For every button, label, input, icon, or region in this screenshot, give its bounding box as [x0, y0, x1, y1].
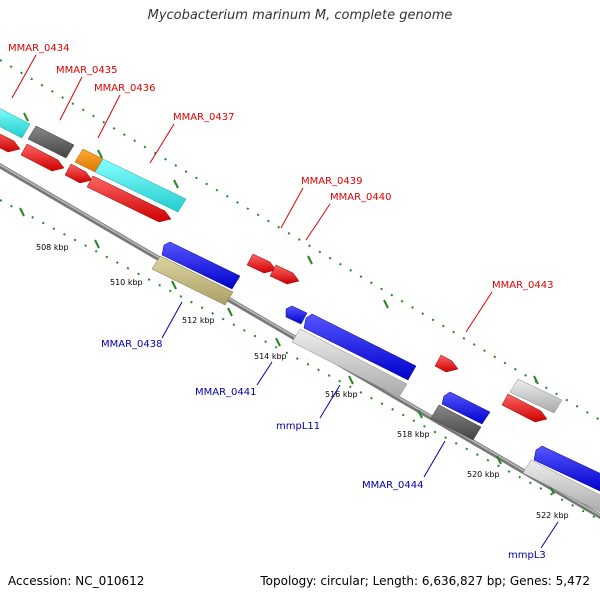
- gene-label-mmar-0443[interactable]: MMAR_0443: [492, 280, 554, 291]
- tick-label: 512 kbp: [182, 316, 215, 325]
- tick-label: 522 kbp: [536, 511, 569, 520]
- gene-track-minus: [151, 241, 600, 513]
- gene-label-mmar-0441[interactable]: MMAR_0441: [195, 387, 257, 398]
- tick-label: 518 kbp: [397, 430, 430, 439]
- gene-label-mmar-0434[interactable]: MMAR_0434: [8, 43, 70, 54]
- gene-label-mmar-0444[interactable]: MMAR_0444: [362, 480, 424, 491]
- gene-feature[interactable]: [161, 241, 241, 290]
- gene-label-mmpl11[interactable]: mmpL11: [276, 421, 320, 432]
- map-title: Mycobacterium marinum M, complete genome: [147, 8, 453, 23]
- gene-track-outer: [0, 106, 563, 414]
- topology-label: Topology: circular; Length: 6,636,827 bp…: [260, 574, 590, 588]
- gene-feature[interactable]: [441, 391, 491, 425]
- tick-label: 514 kbp: [254, 352, 287, 361]
- ruler-line-upper: [0, 59, 600, 421]
- gene-feature[interactable]: [27, 125, 75, 159]
- gene-track-red: [0, 130, 548, 423]
- gene-label-mmpl3[interactable]: mmpL3: [508, 550, 546, 561]
- gene-feature[interactable]: [522, 459, 600, 513]
- tick-label: 508 kbp: [36, 243, 69, 252]
- gene-label-mmar-0439[interactable]: MMAR_0439: [301, 176, 363, 187]
- gene-feature[interactable]: [430, 404, 482, 441]
- gene-feature[interactable]: [86, 175, 172, 223]
- gene-feature[interactable]: [509, 378, 563, 414]
- gene-label-mmar-0435[interactable]: MMAR_0435: [56, 65, 118, 76]
- gene-feature[interactable]: [94, 158, 187, 213]
- gene-feature[interactable]: [0, 130, 21, 153]
- gene-feature[interactable]: [303, 313, 417, 381]
- tick-label: 520 kbp: [467, 470, 500, 479]
- gene-label-mmar-0438[interactable]: MMAR_0438: [101, 339, 163, 350]
- gene-feature[interactable]: [285, 305, 308, 325]
- gene-feature[interactable]: [0, 106, 31, 139]
- gene-feature[interactable]: [434, 354, 459, 373]
- accession-label: Accession: NC_010612: [8, 574, 145, 588]
- gene-feature[interactable]: [533, 445, 600, 492]
- leader-lines-plus: [11, 54, 493, 333]
- gene-label-mmar-0437[interactable]: MMAR_0437: [173, 112, 235, 123]
- gene-label-mmar-0440[interactable]: MMAR_0440: [330, 192, 392, 203]
- gene-feature[interactable]: [269, 264, 300, 285]
- tick-marks: [19, 207, 555, 495]
- tick-marks-upper: [23, 112, 539, 385]
- gene-feature[interactable]: [246, 253, 277, 274]
- ruler-line-lower: [0, 199, 600, 521]
- gene-feature[interactable]: [151, 255, 234, 306]
- tick-label: 510 kbp: [110, 278, 143, 287]
- gene-feature[interactable]: [291, 328, 408, 398]
- tick-label: 516 kbp: [325, 390, 358, 399]
- gene-label-mmar-0436[interactable]: MMAR_0436: [94, 83, 156, 94]
- gene-feature[interactable]: [20, 143, 65, 172]
- leader-lines-minus: [161, 301, 559, 549]
- gene-feature[interactable]: [64, 163, 93, 184]
- gene-feature[interactable]: [501, 393, 548, 423]
